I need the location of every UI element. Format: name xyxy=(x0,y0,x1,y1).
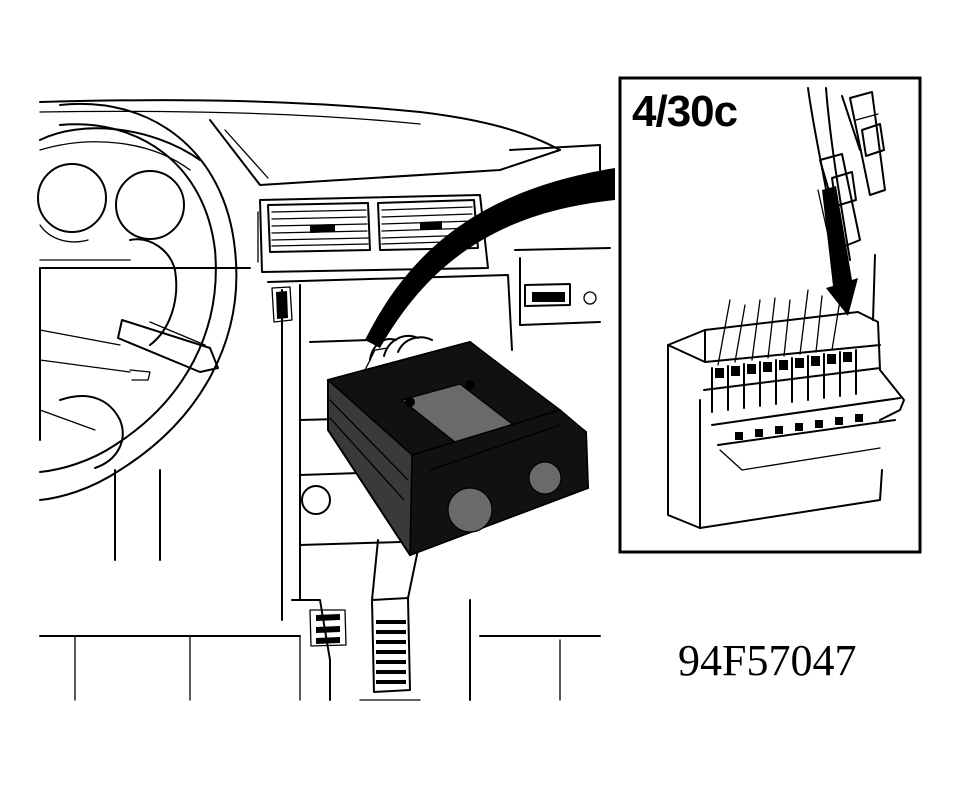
center-air-vents xyxy=(257,194,489,273)
connector-detail xyxy=(667,87,905,529)
figure-code: 94F57047 xyxy=(678,636,857,685)
detail-label: 4/30c xyxy=(632,87,738,136)
center-console xyxy=(267,274,513,701)
callout-arc xyxy=(365,168,615,348)
steering-wheel xyxy=(37,102,238,561)
detail-box xyxy=(618,76,922,554)
removed-control-unit xyxy=(326,335,590,557)
